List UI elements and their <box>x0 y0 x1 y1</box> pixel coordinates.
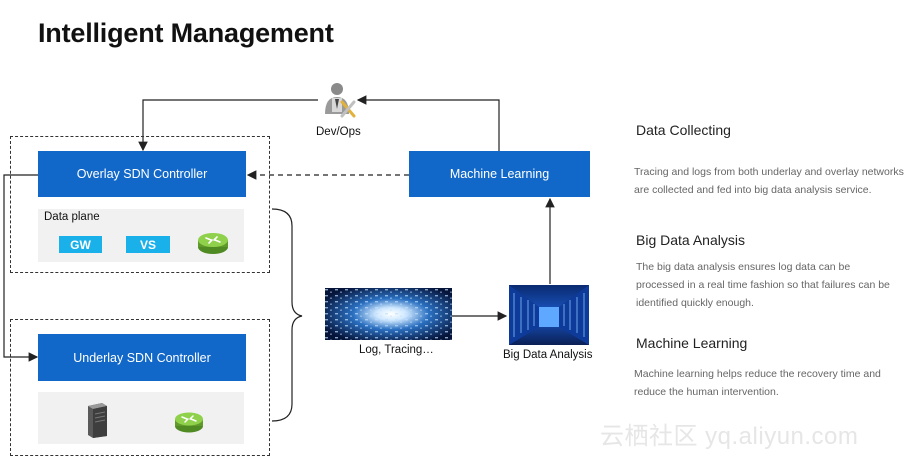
overlay-sdn-controller: Overlay SDN Controller <box>38 151 246 197</box>
underlay-device-panel <box>38 392 244 444</box>
collect-brace <box>271 208 303 422</box>
devops-label: Dev/Ops <box>316 126 361 138</box>
devops-to-overlay-arrow <box>138 99 318 152</box>
section-heading-machine-learning: Machine Learning <box>636 335 748 351</box>
underlay-sdn-controller: Underlay SDN Controller <box>38 334 246 381</box>
log-tracing-label: Log, Tracing… <box>359 344 434 356</box>
section-heading-data-collecting: Data Collecting <box>636 122 731 138</box>
data-stream-image <box>325 288 452 340</box>
section-heading-big-data-analysis: Big Data Analysis <box>636 232 745 248</box>
datacenter-image <box>509 285 589 345</box>
underlay-group <box>10 319 270 456</box>
overlay-group <box>10 136 270 273</box>
machine-learning-box: Machine Learning <box>409 151 590 197</box>
watermark: 云栖社区 yq.aliyun.com <box>600 423 859 450</box>
section-text-machine-learning: Machine learning helps reduce the recove… <box>634 368 881 398</box>
overlay-to-underlay-arrow <box>3 174 39 362</box>
gw-chip: GW <box>59 236 102 253</box>
ml-to-devops-arrow <box>356 95 500 151</box>
server-icon <box>86 402 108 438</box>
section-text-big-data-analysis: The big data analysis ensures log data c… <box>636 261 890 309</box>
page-title: Intelligent Management <box>38 18 334 48</box>
vs-chip: VS <box>126 236 170 253</box>
router-icon <box>173 410 205 434</box>
data-plane-label: Data plane <box>44 211 100 223</box>
section-text-data-collecting: Tracing and logs from both underlay and … <box>634 166 904 196</box>
router-icon <box>196 230 230 256</box>
big-data-label: Big Data Analysis <box>503 349 593 361</box>
devops-user-icon <box>318 80 358 120</box>
